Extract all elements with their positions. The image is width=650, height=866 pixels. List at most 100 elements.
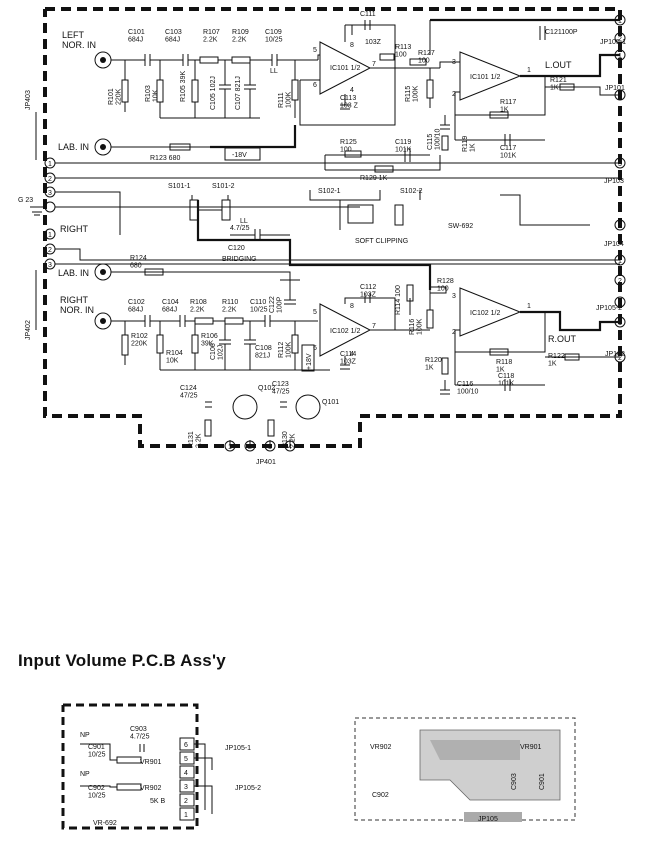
svg-text:1: 1 xyxy=(618,53,622,60)
ll-label-left: LL xyxy=(270,68,278,75)
sw692-label: SW-692 xyxy=(448,223,473,230)
ll-label-mid: LL xyxy=(240,218,248,225)
r119-label: R1191K xyxy=(462,136,477,152)
c105-label: C105 102J xyxy=(210,76,217,110)
np2-label: NP xyxy=(80,771,90,778)
c120-label: C120 xyxy=(228,245,245,252)
vr902-label: VR902 xyxy=(140,785,162,792)
svg-text:8: 8 xyxy=(350,303,354,310)
jp105-2-label: JP105-2 xyxy=(596,305,622,312)
r111-label: R111100K xyxy=(278,91,293,108)
q101-transistor xyxy=(295,394,321,420)
svg-text:2: 2 xyxy=(618,278,622,285)
svg-text:1: 1 xyxy=(184,812,188,819)
svg-text:4: 4 xyxy=(350,87,354,94)
jp402-label: JP402 xyxy=(25,320,32,340)
svg-text:1: 1 xyxy=(618,18,622,25)
right-lab-in-label: LAB. IN xyxy=(58,268,89,278)
svg-text:2: 2 xyxy=(618,355,622,362)
svg-text:3: 3 xyxy=(184,784,188,791)
svg-text:1: 1 xyxy=(527,67,531,74)
svg-text:5: 5 xyxy=(184,756,188,763)
svg-text:2: 2 xyxy=(452,329,456,336)
vr692-label: VR-692 xyxy=(93,820,117,827)
ic102-a-opamp xyxy=(319,303,372,357)
pos18-label: +18V xyxy=(306,353,313,370)
svg-text:3: 3 xyxy=(48,190,52,197)
soft-clipping-label: SOFT CLIPPING xyxy=(355,238,408,245)
c121-label: C121100P xyxy=(545,29,578,36)
svg-text:4: 4 xyxy=(184,770,188,777)
s101-2-label: S101-2 xyxy=(212,183,235,190)
left-connectors: JP403 1 2 3 G 23 1 2 3 JP402 xyxy=(18,90,620,340)
r115-label: R115100K xyxy=(405,85,420,102)
section-title: Input Volume P.C.B Ass'y xyxy=(18,651,226,670)
r112-label: R112100K xyxy=(278,341,293,358)
svg-text:1: 1 xyxy=(527,303,531,310)
jp403-label: JP403 xyxy=(25,90,32,110)
neg18-label: -18V xyxy=(232,152,247,159)
q102-transistor xyxy=(232,394,258,420)
pcb-vr901-label: VR901 xyxy=(520,744,542,751)
svg-text:6: 6 xyxy=(313,82,317,89)
right-connectors: 1 2 1 2 JP105-1 JP101 3 3 1 2 JP103 JP10… xyxy=(596,14,626,363)
jp401-pins: 1 2 3 4 xyxy=(224,440,296,452)
g23-label: G 23 xyxy=(18,197,33,204)
c120-value: 4.7/25 xyxy=(230,225,250,232)
r131-label: R1312.2K xyxy=(188,431,203,448)
left-lab-in-label: LAB. IN xyxy=(58,142,89,152)
svg-text:2: 2 xyxy=(48,176,52,183)
svg-text:1: 1 xyxy=(618,320,622,327)
vr-jp105-1-label: JP105-1 xyxy=(225,745,251,752)
r101-label: R101220K xyxy=(108,88,123,105)
jp101-label: JP101 xyxy=(605,85,625,92)
pcb-view: VR902 VR901 C902 C903 C901 JP105 xyxy=(354,717,576,823)
ic102-a-label: IC102 1/2 xyxy=(330,328,360,335)
ic102-b-label: IC102 1/2 xyxy=(470,310,500,317)
s102-1-switch xyxy=(347,204,374,224)
jp102-label: JP102 xyxy=(605,351,625,358)
svg-text:6: 6 xyxy=(184,742,188,749)
pcb-c903-label: C903 xyxy=(511,773,518,790)
pcb-jp105-label: JP105 xyxy=(478,816,498,823)
vr-value-label: 5K B xyxy=(150,798,166,805)
pcb-vr902-label: VR902 xyxy=(370,744,392,751)
svg-text:6: 6 xyxy=(313,345,317,352)
svg-text:2: 2 xyxy=(452,91,456,98)
s101-1-label: S101-1 xyxy=(168,183,191,190)
svg-text:2: 2 xyxy=(618,93,622,100)
c122-label: C122100P xyxy=(269,296,284,313)
s102-2-label: S102-2 xyxy=(400,188,423,195)
main-board-border xyxy=(43,7,622,448)
svg-text:2: 2 xyxy=(48,247,52,254)
svg-text:3: 3 xyxy=(618,161,622,168)
svg-text:5: 5 xyxy=(313,309,317,316)
ic102-b-opamp xyxy=(459,287,522,337)
svg-text:8: 8 xyxy=(350,42,354,49)
switch-section: S101-1 S101-2 S102-1 S102-2 SW-692 SOFT … xyxy=(168,183,590,290)
s101-2-switch xyxy=(221,199,231,221)
c107-label: C107 821J xyxy=(235,76,242,110)
right-label: RIGHT xyxy=(60,224,89,234)
r123-label: R123 680 xyxy=(150,155,180,162)
svg-text:2: 2 xyxy=(248,444,252,451)
